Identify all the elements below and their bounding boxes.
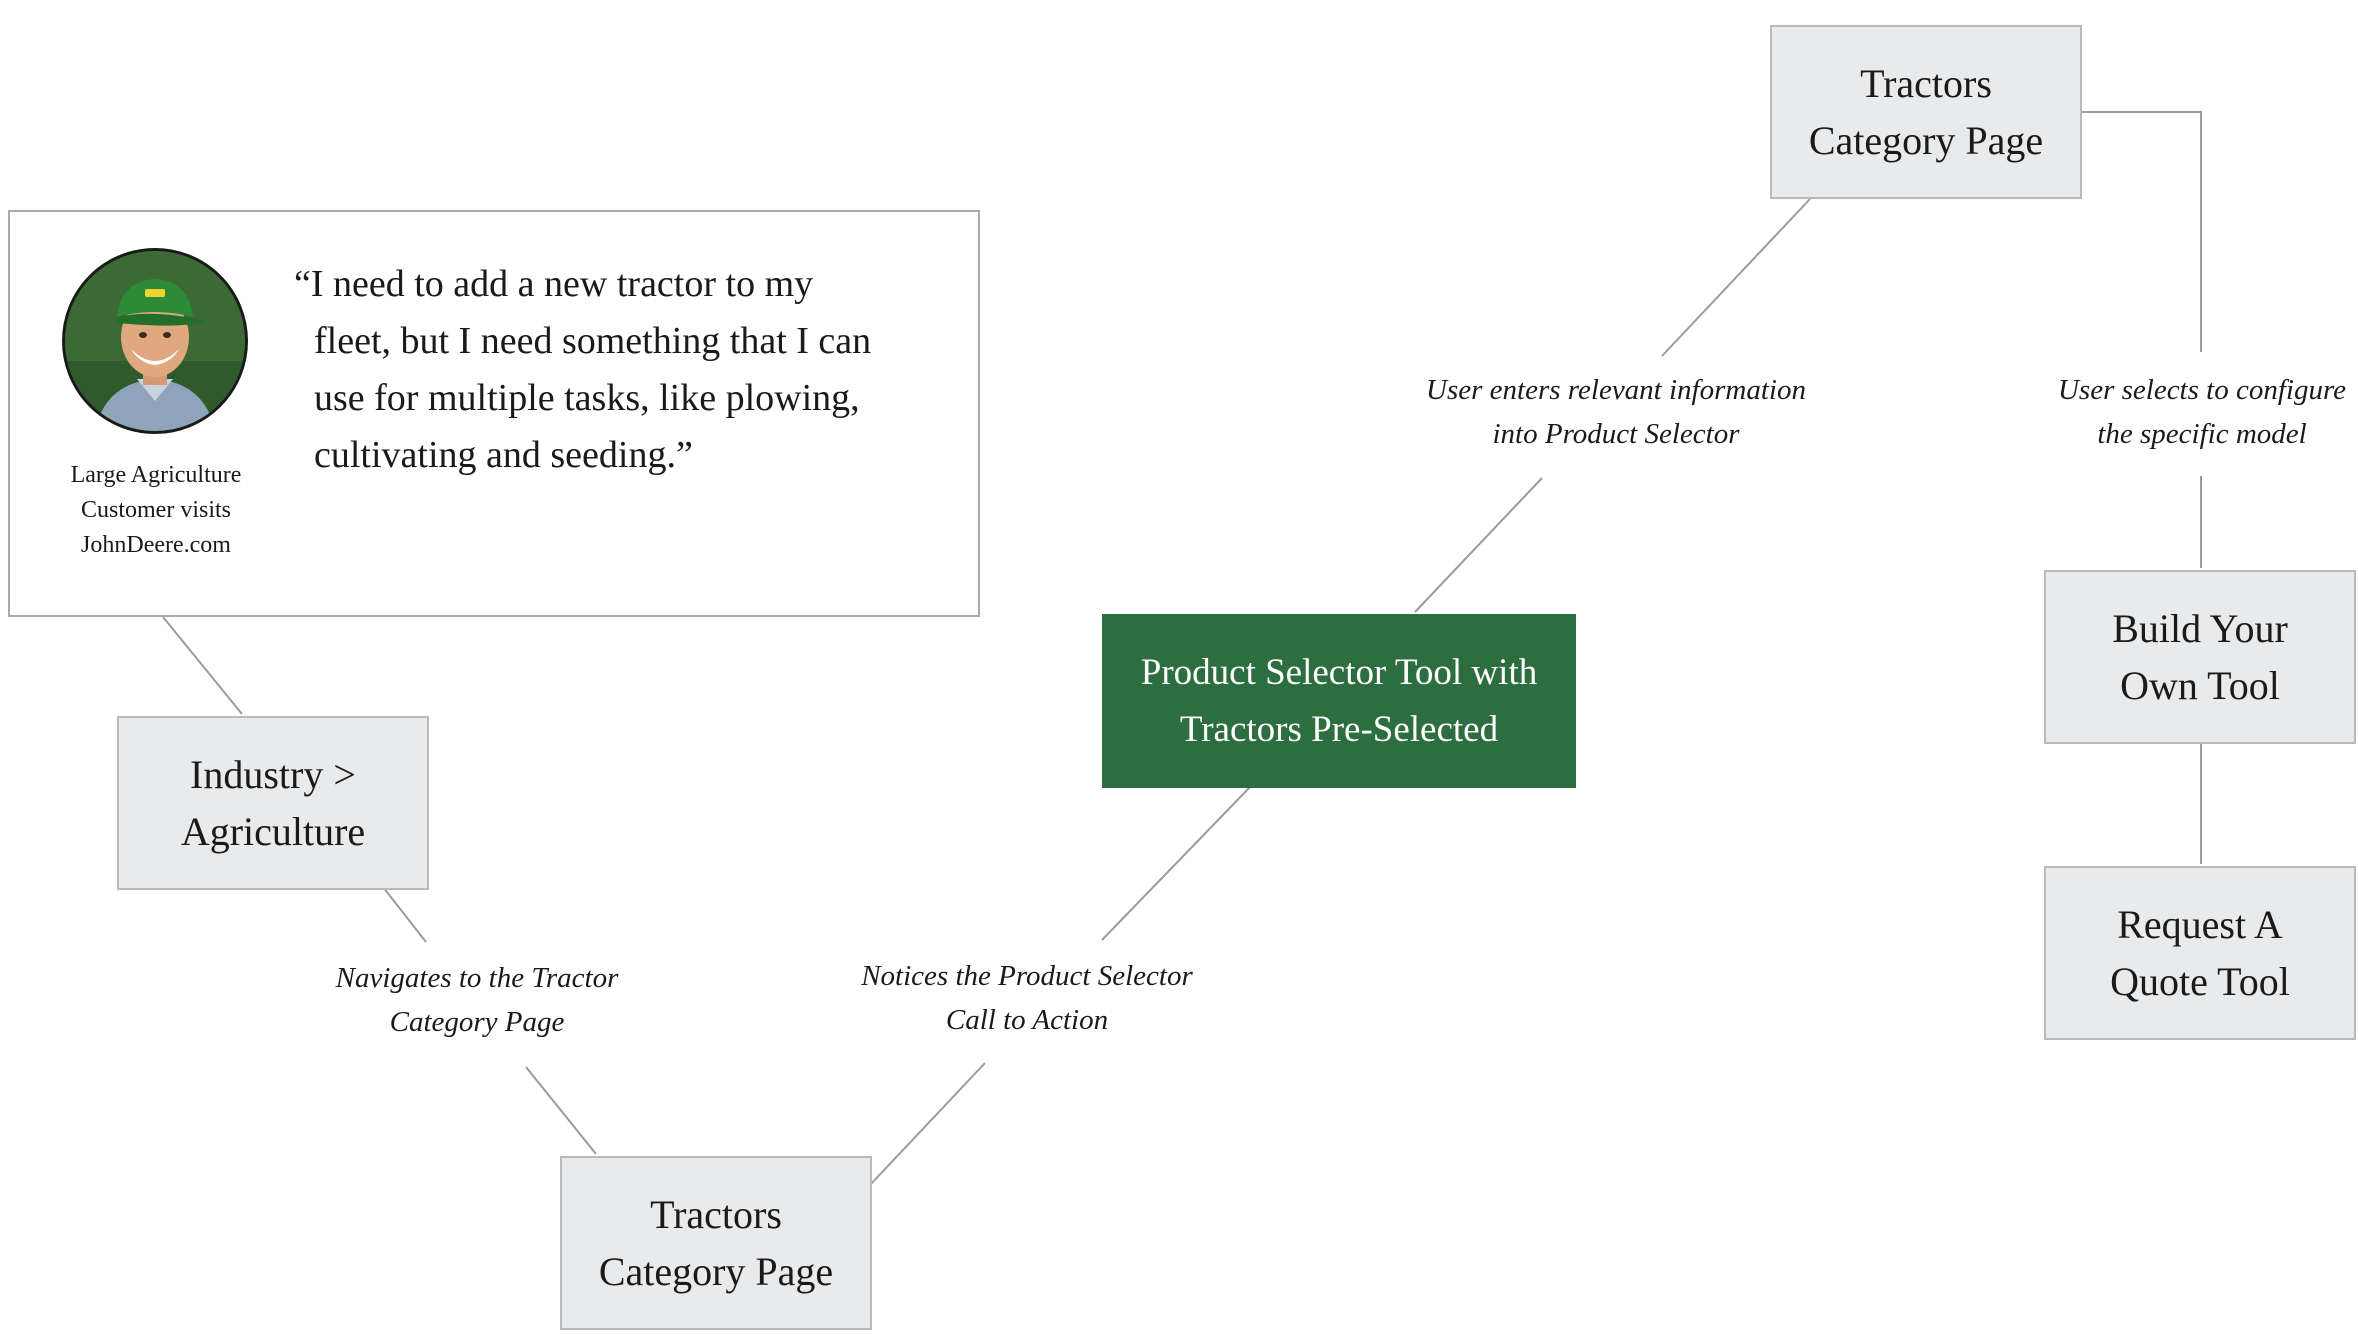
persona-caption-line: Customer visits	[20, 493, 292, 528]
node-text-line: Tractors	[1809, 55, 2043, 112]
connector-navigates-tractors	[526, 1067, 596, 1154]
node-tractors-category-top: Tractors Category Page	[1770, 25, 2082, 199]
connector-selector-enters	[1415, 478, 1542, 612]
edge-label-line: Category Page	[296, 1000, 658, 1044]
node-text-line: Product Selector Tool with	[1141, 644, 1538, 701]
quote-line: cultivating and seeding.”	[294, 427, 964, 484]
persona-quote-card: Large Agriculture Customer visits JohnDe…	[8, 210, 980, 617]
edge-label-line: Call to Action	[832, 998, 1222, 1042]
persona-caption-line: JohnDeere.com	[20, 528, 292, 563]
node-build-your-own-tool: Build Your Own Tool	[2044, 570, 2356, 744]
connector-enters-tractors-top	[1662, 199, 1810, 356]
node-industry-agriculture: Industry > Agriculture	[117, 716, 429, 890]
farmer-portrait-icon	[65, 251, 245, 431]
node-text-line: Build Your	[2112, 600, 2288, 657]
node-text-line: Category Page	[1809, 112, 2043, 169]
edge-label-selects: User selects to configure the specific m…	[2040, 368, 2358, 456]
edge-label-line: Notices the Product Selector	[832, 954, 1222, 998]
connector-notices-selector	[1102, 786, 1251, 940]
persona-caption-line: Large Agriculture	[20, 458, 292, 493]
edge-label-line: User selects to configure	[2040, 368, 2358, 412]
node-text-line: Own Tool	[2112, 657, 2288, 714]
node-product-selector-tool: Product Selector Tool with Tractors Pre-…	[1102, 614, 1576, 788]
edge-label-line: the specific model	[2040, 412, 2358, 456]
node-text-line: Tractors Pre-Selected	[1141, 701, 1538, 758]
connector-tractors-notices	[870, 1063, 985, 1185]
connector-industry-navigates	[383, 887, 426, 942]
edge-label-navigates: Navigates to the Tractor Category Page	[296, 956, 658, 1044]
edge-label-line: into Product Selector	[1400, 412, 1832, 456]
edge-label-line: User enters relevant information	[1400, 368, 1832, 412]
node-text-line: Quote Tool	[2110, 953, 2290, 1010]
persona-avatar	[62, 248, 248, 434]
persona-quote: “I need to add a new tractor to my fleet…	[294, 256, 964, 484]
edge-label-enters: User enters relevant information into Pr…	[1400, 368, 1832, 456]
node-text-line: Industry >	[181, 746, 365, 803]
quote-line: “I need to add a new tractor to my	[294, 256, 964, 313]
connector-persona-industry	[163, 617, 242, 714]
node-text-line: Agriculture	[181, 803, 365, 860]
connector-tractors-top-selects	[2078, 112, 2201, 352]
node-text-line: Request A	[2110, 896, 2290, 953]
persona-caption: Large Agriculture Customer visits JohnDe…	[20, 458, 292, 563]
quote-line: fleet, but I need something that I can	[294, 313, 964, 370]
edge-label-line: Navigates to the Tractor	[296, 956, 658, 1000]
node-text-line: Tractors	[599, 1186, 833, 1243]
node-tractors-category-bottom: Tractors Category Page	[560, 1156, 872, 1330]
quote-line: use for multiple tasks, like plowing,	[294, 370, 964, 427]
edge-label-notices: Notices the Product Selector Call to Act…	[832, 954, 1222, 1042]
node-text-line: Category Page	[599, 1243, 833, 1300]
node-request-quote-tool: Request A Quote Tool	[2044, 866, 2356, 1040]
